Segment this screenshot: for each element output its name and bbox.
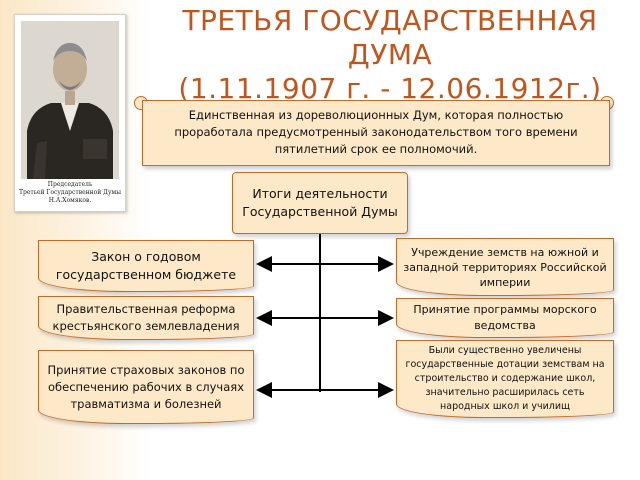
title-dates: (1.11.1907 г. - 12.06.1912г.) (178, 72, 602, 105)
photo-caption: Председатель Третьей Государственной Дум… (17, 181, 123, 205)
right-item-school-subsidies: Были существенно увеличены государственн… (396, 340, 614, 418)
left-item-budget-law: Закон о годовом государственном бюджете (38, 240, 254, 292)
left-item-text: Правительственная реформа крестьянского … (52, 302, 240, 333)
results-heading-box: Итоги деятельности Государственной Думы (232, 172, 408, 234)
left-item-text: Закон о годовом государственном бюджете (55, 249, 237, 282)
right-item-text: Принятие программы морского ведомства (413, 303, 597, 332)
left-item-text: Принятие страховых законов по обеспечени… (47, 362, 245, 411)
left-item-insurance-laws: Принятие страховых законов по обеспечени… (38, 350, 254, 424)
caption-line-2: Третьей Государственной Думы (19, 189, 121, 196)
right-item-text: Были существенно увеличены государственн… (405, 345, 605, 412)
results-heading: Итоги деятельности Государственной Думы (242, 186, 398, 219)
caption-line-1: Председатель (47, 181, 93, 188)
portrait-image (21, 21, 119, 179)
title-line-2: ДУМА (347, 38, 433, 71)
slide-title: ТРЕТЬЯ ГОСУДАРСТВЕННАЯ ДУМА (1.11.1907 г… (140, 4, 640, 106)
title-line-1: ТРЕТЬЯ ГОСУДАРСТВЕННАЯ (182, 4, 598, 37)
chairman-photo: Председатель Третьей Государственной Дум… (14, 14, 126, 212)
right-item-text: Учреждение земств на южной и западной те… (403, 245, 607, 289)
banner-text: Единственная из дореволюционных Дум, кот… (174, 108, 578, 156)
caption-line-3: Н.А.Хомяков. (48, 197, 92, 204)
right-item-zemstvo: Учреждение земств на южной и западной те… (396, 238, 614, 296)
summary-banner: Единственная из дореволюционных Дум, кот… (142, 100, 610, 166)
right-item-naval-program: Принятие программы морского ведомства (396, 298, 614, 338)
left-item-land-reform: Правительственная реформа крестьянского … (38, 296, 254, 340)
